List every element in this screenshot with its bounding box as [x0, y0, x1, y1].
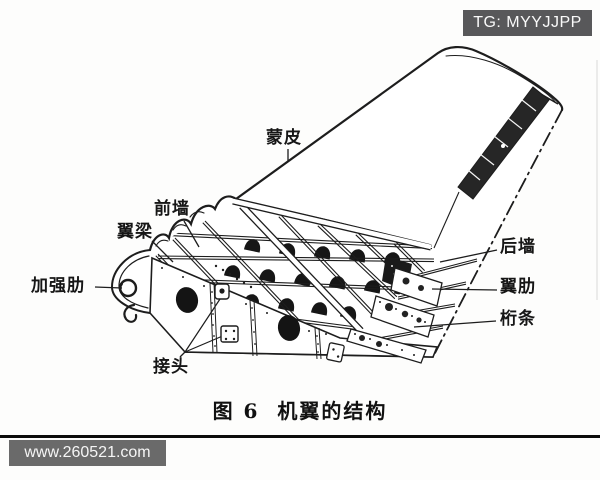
rear-rib-rivets [354, 301, 426, 356]
spar-lightening-hole [277, 315, 301, 341]
leader-reinforced-rib [94, 286, 123, 289]
aileron-hatching [467, 99, 537, 181]
figure-caption: 图 6 机翼的结构 [212, 399, 388, 423]
aileron-strip [433, 86, 559, 249]
label-wing-spar: 翼梁 [117, 222, 153, 242]
nose-hook-bracket [123, 303, 138, 323]
label-front-wall: 前墙 [154, 199, 190, 219]
leader-rear-wall [439, 249, 498, 263]
nose-inner-line [118, 255, 150, 309]
leader-wing-rib [431, 288, 498, 291]
telegram-watermark-badge: TG: MYYJJPP [463, 10, 592, 36]
wing-silhouette [112, 47, 563, 357]
website-watermark-badge: www.260521.com [9, 440, 166, 466]
joint-fittings [214, 283, 345, 363]
label-wing-rib: 翼肋 [500, 277, 536, 297]
trailing-edge [432, 109, 563, 358]
wingtip-inner-line [445, 54, 557, 104]
leader-lines [94, 149, 498, 358]
label-stringer: 桁条 [500, 309, 536, 329]
rivet-dots [214, 264, 253, 289]
leader-front-wall [183, 220, 200, 248]
label-skin: 蒙皮 [266, 128, 302, 148]
main-rib-band [239, 203, 366, 336]
leading-edge [148, 46, 564, 252]
leader-stringer [413, 320, 497, 328]
rear-rib-holes [359, 277, 424, 347]
label-reinforced-rib: 加强肋 [31, 276, 85, 296]
spar-lightening-hole [175, 287, 199, 313]
nose-rib-arcs [155, 211, 205, 247]
label-joint: 接头 [153, 357, 189, 377]
bottom-divider-rule [0, 435, 600, 438]
stiffener-rivets [211, 291, 319, 353]
leader-joint [179, 351, 186, 358]
leader-wing-spar [151, 240, 174, 263]
skin-cut-edge [232, 197, 432, 251]
label-rear-wall: 后墙 [500, 237, 536, 257]
